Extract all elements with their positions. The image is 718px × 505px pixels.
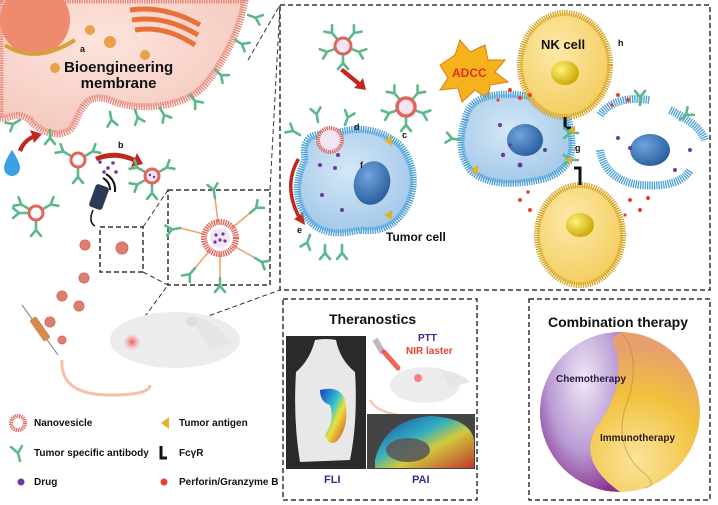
fcgr-icon bbox=[159, 446, 167, 460]
step-label-a: a bbox=[80, 44, 86, 54]
adcc-label: ADCC bbox=[452, 66, 487, 80]
legend-item-tumor-antigen: Tumor antigen bbox=[153, 413, 248, 433]
tumor-cell-label: Tumor cell bbox=[386, 230, 446, 244]
legend-item-antibody: Tumor specific antibody bbox=[8, 443, 149, 463]
empty-vesicle bbox=[54, 142, 102, 185]
chemotherapy-label: Chemotherapy bbox=[556, 374, 627, 385]
donor-cell bbox=[0, 0, 249, 138]
legend-label: Drug bbox=[34, 476, 58, 488]
step-label-c: c bbox=[402, 130, 408, 140]
step-label-e: e bbox=[297, 225, 303, 235]
legend-item-fcgr: FcγR bbox=[153, 443, 203, 463]
nk-cell-top bbox=[517, 10, 613, 130]
targeting-vesicle bbox=[318, 23, 368, 71]
water-drop-icon bbox=[4, 150, 20, 176]
immunotherapy-label: Immunotherapy bbox=[600, 433, 676, 444]
legend-label: Tumor antigen bbox=[179, 417, 248, 429]
golgi-icon bbox=[129, 6, 202, 48]
legend-label: Perforin/Granzyme B bbox=[179, 476, 279, 488]
theranostics-title: Theranostics bbox=[329, 311, 417, 327]
tumor-cell-attacked bbox=[444, 90, 576, 187]
step-label-h: h bbox=[618, 38, 624, 48]
small-zoom-box bbox=[99, 226, 144, 273]
ultrasound-probe-icon bbox=[89, 173, 117, 227]
ptt-mouse bbox=[369, 337, 470, 417]
bioengineering-membrane-label: Bioengineering membrane bbox=[64, 60, 173, 92]
nk-cell-label: NK cell bbox=[541, 37, 586, 52]
fli-image bbox=[286, 336, 366, 469]
perforin-dots bbox=[496, 88, 650, 217]
adcc-burst bbox=[438, 38, 510, 103]
yin-yang-icon bbox=[540, 331, 700, 492]
step-label-b: b bbox=[118, 140, 124, 150]
drug-icon bbox=[17, 478, 25, 486]
step-label-g: g bbox=[575, 143, 581, 153]
legend-item-drug: Drug bbox=[8, 472, 57, 492]
free-drug-dots bbox=[98, 160, 118, 174]
nir-laser-label: NIR laster bbox=[406, 346, 453, 357]
tumor-spot bbox=[123, 333, 141, 351]
step-label-f: f bbox=[360, 160, 363, 170]
empty-vesicle bbox=[11, 195, 60, 238]
legend-label: Tumor specific antibody bbox=[34, 447, 149, 459]
legend-label: FcγR bbox=[179, 447, 204, 459]
antibody-icon bbox=[9, 444, 24, 463]
membrane-label-line2: membrane bbox=[80, 75, 157, 92]
laser-pointer-icon bbox=[372, 337, 401, 371]
membrane-label-line1: Bioengineering bbox=[64, 59, 174, 76]
pai-label: PAI bbox=[412, 474, 430, 486]
syringe-icon bbox=[21, 304, 59, 356]
nk-cell-bottom bbox=[534, 166, 626, 288]
inset-vesicle bbox=[164, 182, 271, 294]
legend-item-nanovesicle: Nanovesicle bbox=[8, 413, 92, 433]
step-label-d: d bbox=[354, 122, 360, 132]
combination-box bbox=[528, 298, 711, 501]
combination-title: Combination therapy bbox=[548, 314, 689, 330]
loaded-vesicle bbox=[128, 158, 176, 201]
mechanism-box bbox=[279, 4, 711, 291]
vesicle-chain bbox=[44, 239, 129, 345]
tumor-antigen-icon bbox=[161, 417, 169, 429]
perforin-icon bbox=[160, 478, 168, 486]
nk-nucleus-icon bbox=[551, 61, 579, 85]
pai-image bbox=[367, 414, 475, 469]
nanovesicle-icon bbox=[9, 414, 27, 432]
theranostics-box bbox=[282, 298, 478, 501]
legend-item-perforin: Perforin/Granzyme B bbox=[153, 472, 278, 492]
tumor-cell-lysed bbox=[596, 89, 709, 190]
tumor-cell bbox=[284, 106, 417, 261]
binding-vesicle bbox=[380, 84, 432, 133]
nucleus-icon bbox=[0, 0, 70, 55]
ptt-label: PTT bbox=[418, 333, 437, 344]
fli-label: FLI bbox=[324, 474, 341, 486]
legend-label: Nanovesicle bbox=[34, 417, 93, 429]
mouse-illustration bbox=[60, 312, 240, 397]
